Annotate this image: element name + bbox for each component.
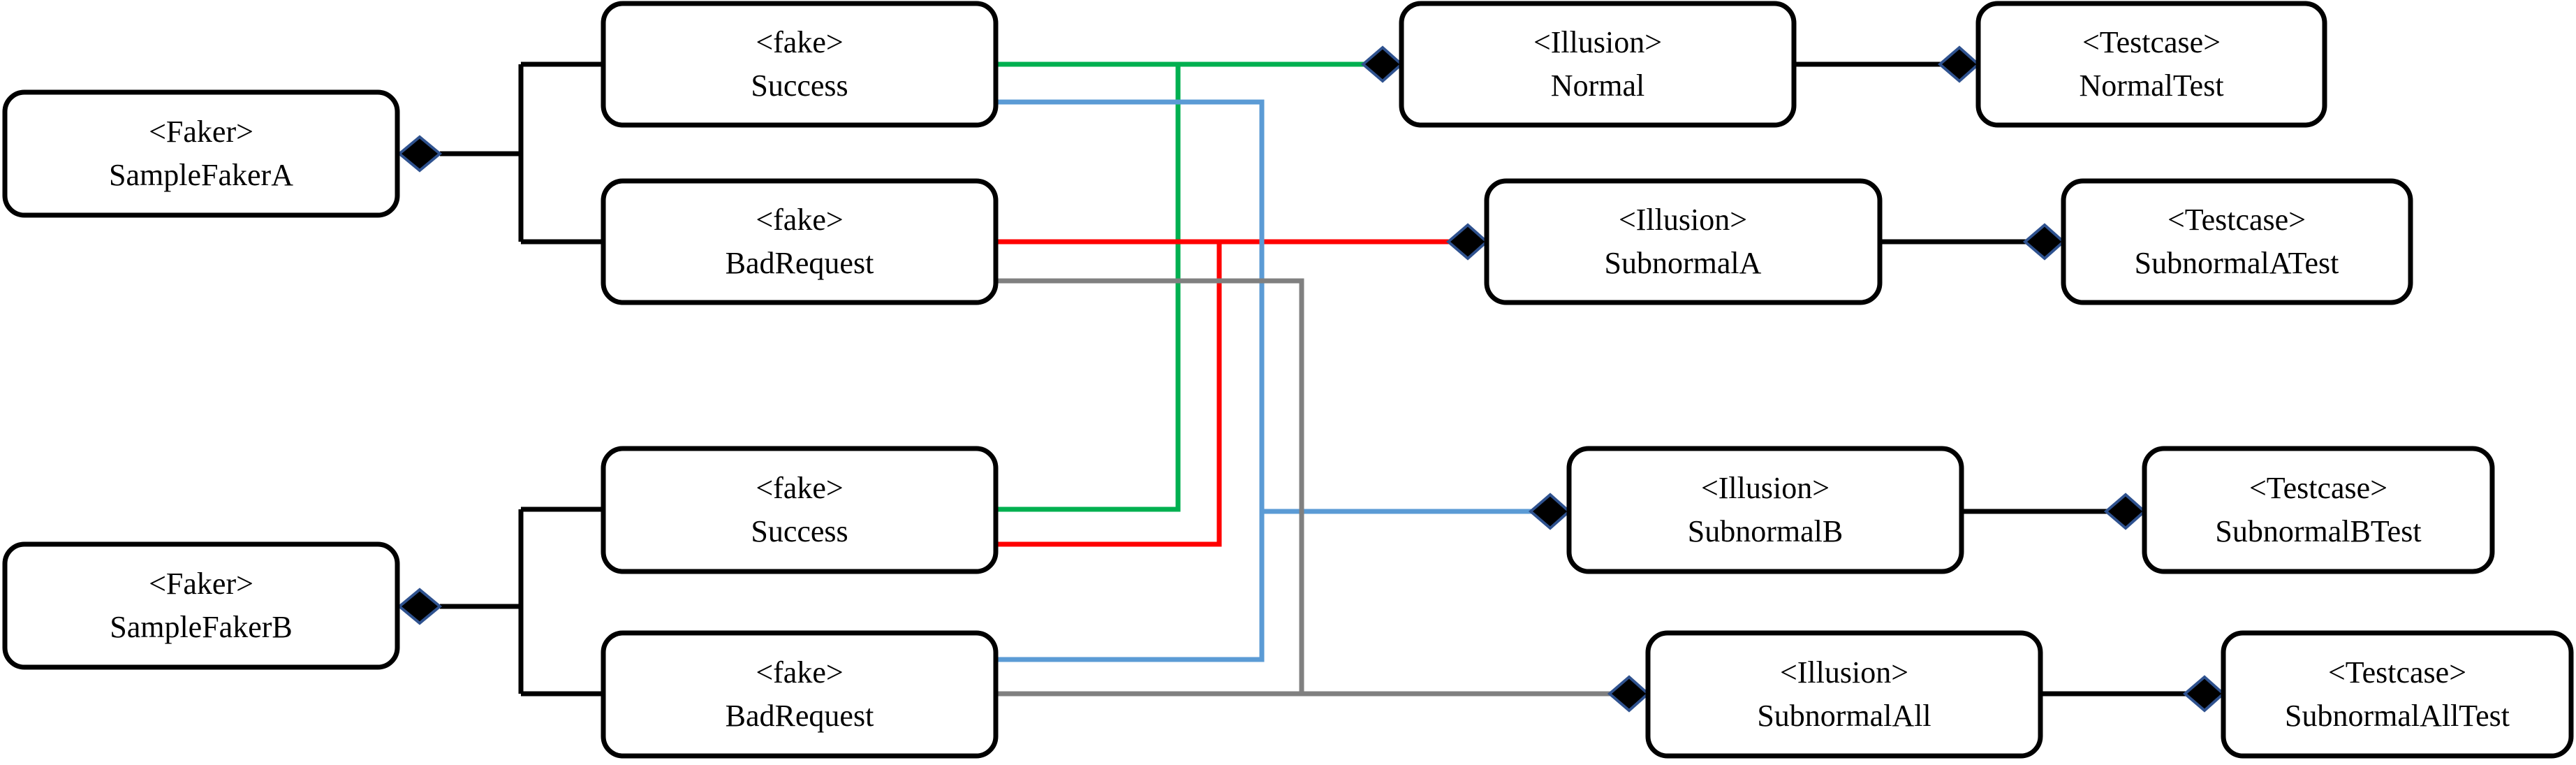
node-sample-faker-a[interactable]: <Faker> SampleFakerA (2, 89, 400, 218)
composition-diamond-icon (1445, 223, 1489, 261)
composition-diamond-icon (2022, 223, 2066, 261)
node-stereotype: <Testcase> (2249, 471, 2387, 505)
node-name: SubnormalATest (2135, 246, 2339, 280)
node-bad-request-b[interactable]: <fake> BadRequest (601, 630, 999, 759)
node-subnormal-b-test[interactable]: <Testcase> SubnormalBTest (2142, 446, 2495, 574)
node-subnormal-all[interactable]: <Illusion> SubnormalAll (1645, 630, 2043, 759)
node-name: NormalTest (2079, 68, 2223, 103)
composition-diamond-icon (1937, 45, 1981, 83)
node-stereotype: <Illusion> (1701, 471, 1830, 505)
edge-badA-subAll (996, 278, 1615, 697)
composition-diamond-icon (2182, 675, 2226, 713)
edge-successB-subA (996, 242, 1222, 547)
node-name: Success (751, 68, 848, 103)
node-stereotype: <fake> (756, 203, 843, 237)
node-stereotype: <Illusion> (1619, 203, 1747, 237)
node-stereotype: <Testcase> (2328, 655, 2466, 690)
node-stereotype: <fake> (756, 25, 843, 59)
composition-diamond-icon (1360, 45, 1404, 83)
node-success-a[interactable]: <fake> Success (601, 1, 999, 128)
node-stereotype: <Testcase> (2082, 25, 2221, 59)
node-name: BadRequest (726, 246, 874, 280)
edge-successB-normal (996, 64, 1181, 512)
node-name: SubnormalAll (1757, 699, 1931, 733)
node-stereotype: <fake> (756, 655, 843, 690)
node-stereotype: <Illusion> (1780, 655, 1908, 690)
node-normal-test[interactable]: <Testcase> NormalTest (1975, 1, 2327, 128)
node-sample-faker-b[interactable]: <Faker> SampleFakerB (2, 541, 400, 670)
composition-diamond-icon (1528, 493, 1572, 530)
node-name: SubnormalAllTest (2285, 699, 2510, 733)
node-stereotype: <Testcase> (2167, 203, 2306, 237)
node-stereotype: <Faker> (149, 115, 253, 149)
node-normal[interactable]: <Illusion> Normal (1399, 1, 1797, 128)
node-stereotype: <Illusion> (1533, 25, 1662, 59)
edge-fakerB-fakes (440, 507, 603, 697)
node-name: SampleFakerA (109, 158, 293, 192)
node-subnormal-b[interactable]: <Illusion> SubnormalB (1566, 446, 1964, 574)
node-subnormal-a[interactable]: <Illusion> SubnormalA (1484, 178, 1883, 305)
node-name: SubnormalA (1605, 246, 1762, 280)
node-subnormal-all-test[interactable]: <Testcase> SubnormalAllTest (2221, 630, 2574, 759)
edge-badB-subB (996, 511, 1265, 662)
node-name: BadRequest (726, 699, 874, 733)
edge-successA-subB (996, 99, 1536, 514)
node-name: Success (751, 514, 848, 548)
node-name: SubnormalBTest (2215, 514, 2421, 548)
composition-diamond-icon (2103, 493, 2147, 530)
composition-diamond-icon (397, 588, 443, 625)
composition-diamond-icon (1607, 675, 1651, 713)
node-name: SampleFakerB (110, 610, 293, 644)
node-stereotype: <Faker> (149, 567, 253, 601)
node-bad-request-a[interactable]: <fake> BadRequest (601, 178, 999, 305)
node-name: Normal (1551, 68, 1644, 103)
node-stereotype: <fake> (756, 471, 843, 505)
edge-fakerA-fakes (440, 61, 603, 245)
node-success-b[interactable]: <fake> Success (601, 446, 999, 574)
node-name: SubnormalB (1688, 514, 1843, 548)
node-subnormal-a-test[interactable]: <Testcase> SubnormalATest (2061, 178, 2413, 305)
composition-diamond-icon (397, 135, 443, 173)
